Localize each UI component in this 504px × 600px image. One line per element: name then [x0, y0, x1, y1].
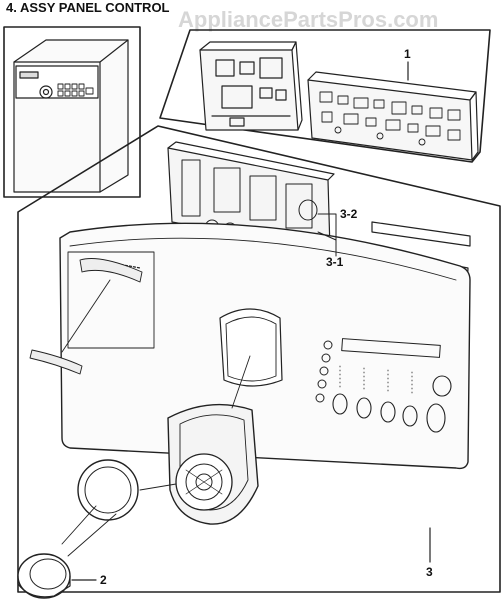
callout-3-1: 3-1	[326, 255, 344, 269]
leader-bezel	[231, 355, 251, 409]
label-strip-top	[79, 258, 143, 283]
display-window	[371, 221, 471, 247]
control-panel	[59, 222, 471, 470]
panel-assembly-box	[17, 125, 501, 593]
pcb-module-right	[307, 71, 479, 161]
callout-2: 2	[100, 573, 107, 587]
label-strip-bottom	[29, 349, 83, 375]
callout-3: 3	[426, 565, 433, 579]
knob-part-2	[17, 553, 71, 599]
leader-strip	[61, 279, 111, 353]
watermark: AppliancePartsPros.com	[178, 7, 439, 32]
callout-1: 1	[404, 47, 411, 61]
knob-assembly	[175, 453, 233, 511]
pcb-module-left	[199, 41, 303, 131]
diagram-title: 4. ASSY PANEL CONTROL	[6, 0, 170, 15]
ring	[77, 459, 139, 521]
callout-3-2: 3-2	[340, 207, 358, 221]
leader-ring	[139, 483, 177, 491]
washer-inset	[3, 26, 141, 198]
leader-knob	[61, 505, 117, 557]
pcb-group	[159, 29, 491, 163]
